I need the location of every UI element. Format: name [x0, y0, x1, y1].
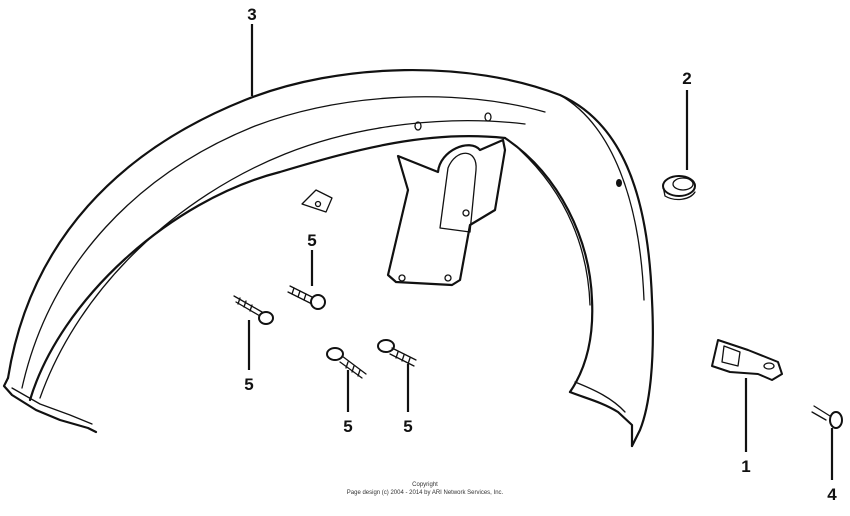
bolt-d: [377, 339, 417, 367]
callout-4: 4: [827, 485, 837, 504]
callout-3: 3: [247, 5, 256, 24]
callout-1: 1: [741, 457, 750, 476]
fender-bracket: [301, 138, 507, 287]
callout-5-right: 5: [403, 417, 412, 436]
callout-5-middle: 5: [343, 417, 352, 436]
clamp: [711, 339, 783, 381]
front-fender: [2, 68, 654, 448]
grommet: [662, 175, 696, 201]
bolt-small: [811, 405, 843, 429]
bolt-a: [233, 295, 274, 325]
bolt-b: [287, 285, 326, 310]
callout-2: 2: [682, 69, 691, 88]
copyright-title: Copyright: [412, 482, 438, 488]
copyright-notice: Page design (c) 2004 - 2014 by ARI Netwo…: [347, 490, 504, 496]
bolt-c: [326, 347, 367, 379]
leader-lines: [247, 24, 834, 480]
callout-5-top: 5: [307, 231, 316, 250]
callout-5-left: 5: [244, 375, 253, 394]
